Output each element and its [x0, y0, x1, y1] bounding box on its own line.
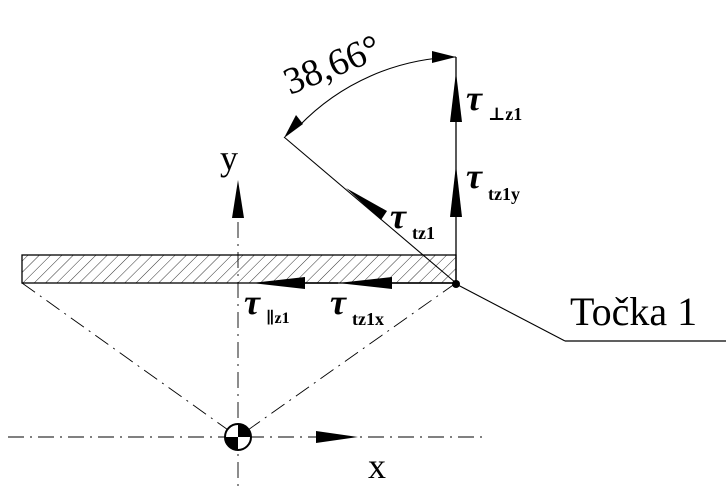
resultant-line: [283, 136, 457, 284]
point-label: Točka 1: [570, 289, 697, 334]
left-diagonal-line: [21, 282, 239, 438]
angle-arc-arrow-top: [432, 51, 456, 63]
hatched-plate: [21, 254, 457, 284]
tau-par-subscript: ∥z1: [266, 309, 290, 327]
y-axis-label: y: [220, 138, 238, 178]
tau-tz1x-symbol: τ: [330, 282, 347, 322]
tau-tz1-arrowhead: [346, 188, 387, 220]
tau-tz1y-arrowhead: [450, 165, 462, 217]
centroid-icon: [224, 423, 252, 451]
tau-tz1y-symbol: τ: [466, 156, 483, 196]
x-axis-arrow: [316, 431, 358, 443]
angle-arc-arrow-bottom: [284, 115, 303, 138]
x-axis-label: x: [368, 446, 386, 486]
tau-tz1-subscript: tz1: [412, 223, 435, 243]
tau-par-arrowhead: [252, 277, 305, 289]
tau-tz1-symbol: τ: [390, 196, 407, 236]
tau-tz1x-subscript: tz1x: [352, 309, 384, 329]
tau-tz1y-subscript: tz1y: [488, 184, 520, 204]
tau-perp-arrowhead: [450, 72, 462, 122]
point-1-leader: [455, 283, 566, 342]
tau-perp-subscript: ⊥z1: [488, 104, 522, 124]
angle-label: 38,66°: [278, 27, 387, 104]
tau-par-symbol: τ: [244, 282, 261, 322]
tau-perp-symbol: τ: [466, 78, 483, 118]
tau-tz1x-arrowhead: [338, 277, 392, 289]
right-diagonal-line: [237, 282, 457, 438]
y-axis-arrow: [232, 180, 244, 218]
